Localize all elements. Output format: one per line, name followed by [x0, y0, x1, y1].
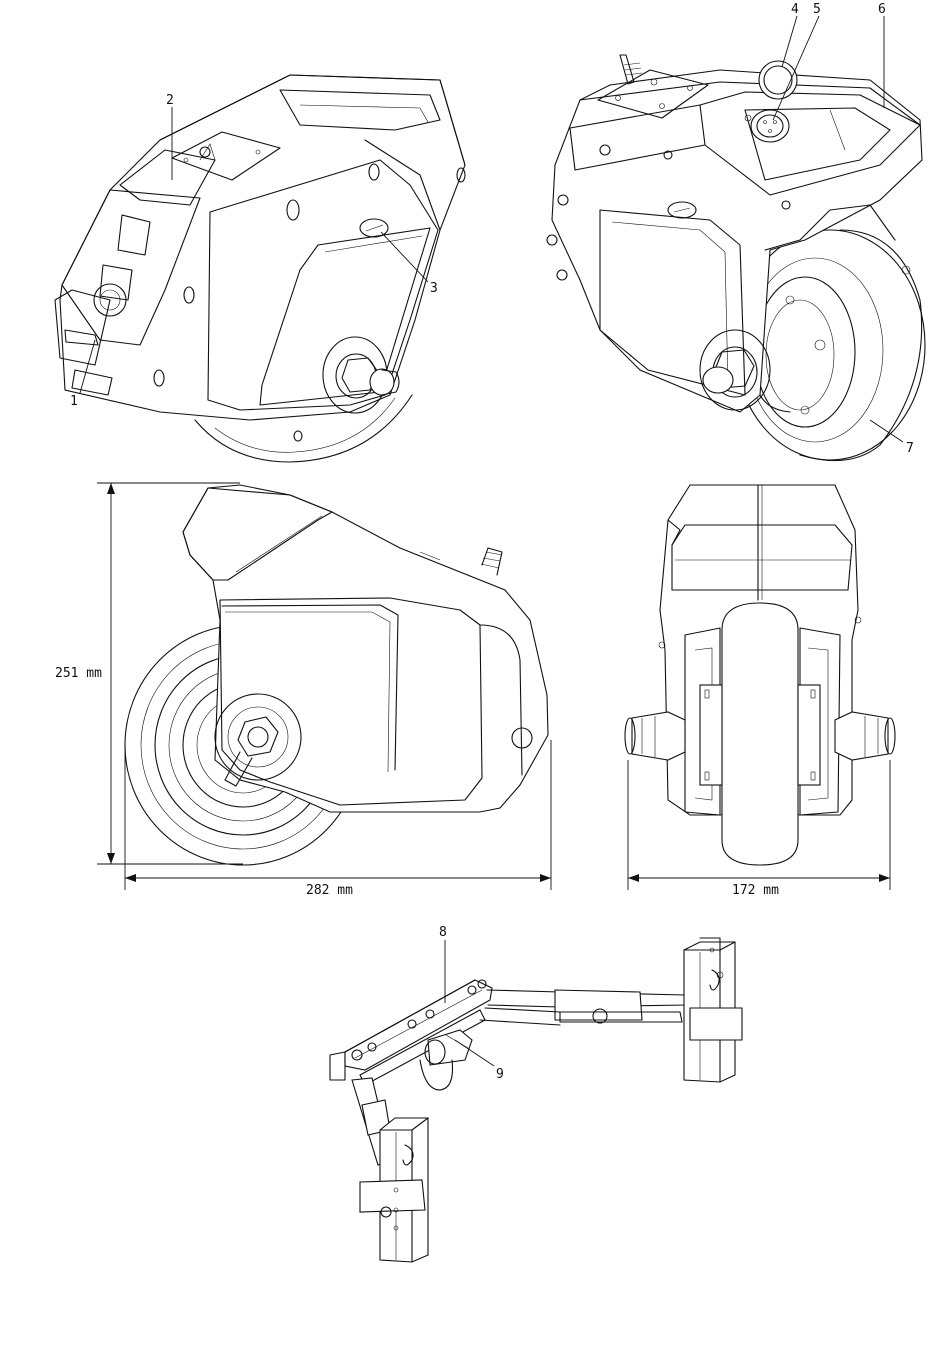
rear-view — [625, 485, 895, 865]
callout-label-4: 4 — [791, 2, 799, 17]
callout-label-5: 5 — [813, 2, 821, 17]
callout-4: 4 — [782, 2, 799, 67]
iso-view-rear-right — [547, 55, 925, 461]
callout-label-2: 2 — [166, 93, 174, 108]
side-view — [125, 485, 548, 865]
callout-label-1: 1 — [70, 394, 78, 409]
callout-label-8: 8 — [439, 925, 447, 940]
callout-label-6: 6 — [878, 2, 886, 17]
dimension-height-label: 251 mm — [55, 666, 102, 681]
callout-label-9: 9 — [496, 1067, 504, 1082]
callout-7: 7 — [870, 420, 914, 456]
callout-label-3: 3 — [430, 281, 438, 296]
iso-view-front-left — [55, 75, 465, 462]
callout-8: 8 — [439, 925, 447, 1003]
callout-label-7: 7 — [906, 441, 914, 456]
bracket-assembly — [330, 938, 742, 1262]
dimension-length-label: 282 mm — [306, 883, 353, 898]
dimension-width-label: 172 mm — [732, 883, 779, 898]
